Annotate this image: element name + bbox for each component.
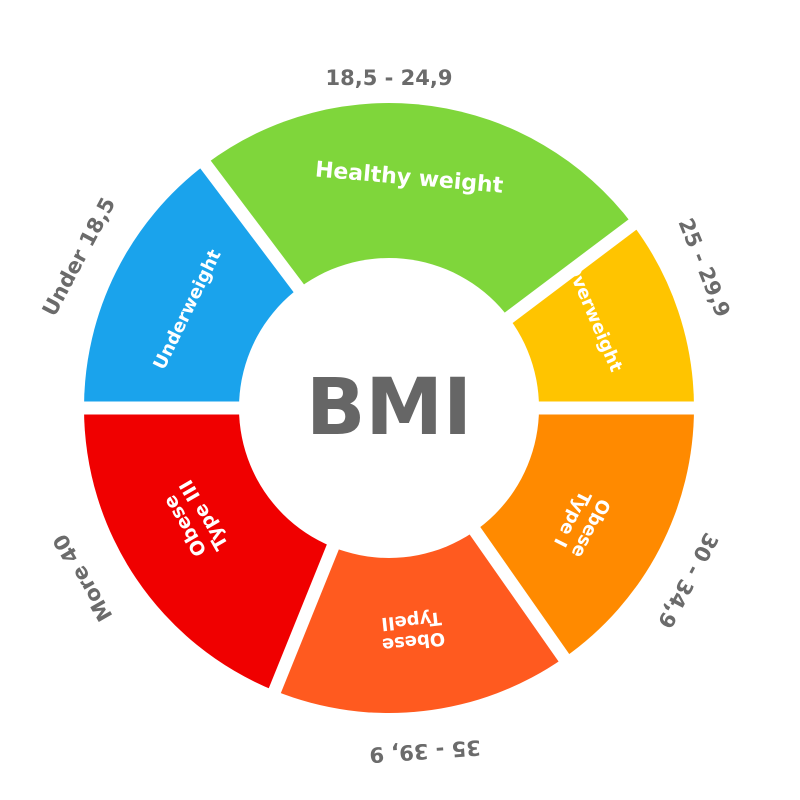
range-label-obese2: 35 - 39, 9 (369, 735, 482, 767)
center-title: BMI (306, 363, 472, 453)
center-disc (239, 258, 539, 558)
range-label-obese1: 30 - 34,9 (653, 529, 723, 632)
range-label-obese3: More 40 (48, 530, 117, 626)
segment-obese2 (274, 408, 564, 713)
segment-healthy (205, 103, 633, 408)
range-label-healthy: 18,5 - 24,9 (326, 66, 453, 90)
range-label-overweight: 25 - 29,9 (673, 215, 734, 321)
segment-label-obese2: ObeseTypeII (379, 607, 446, 655)
